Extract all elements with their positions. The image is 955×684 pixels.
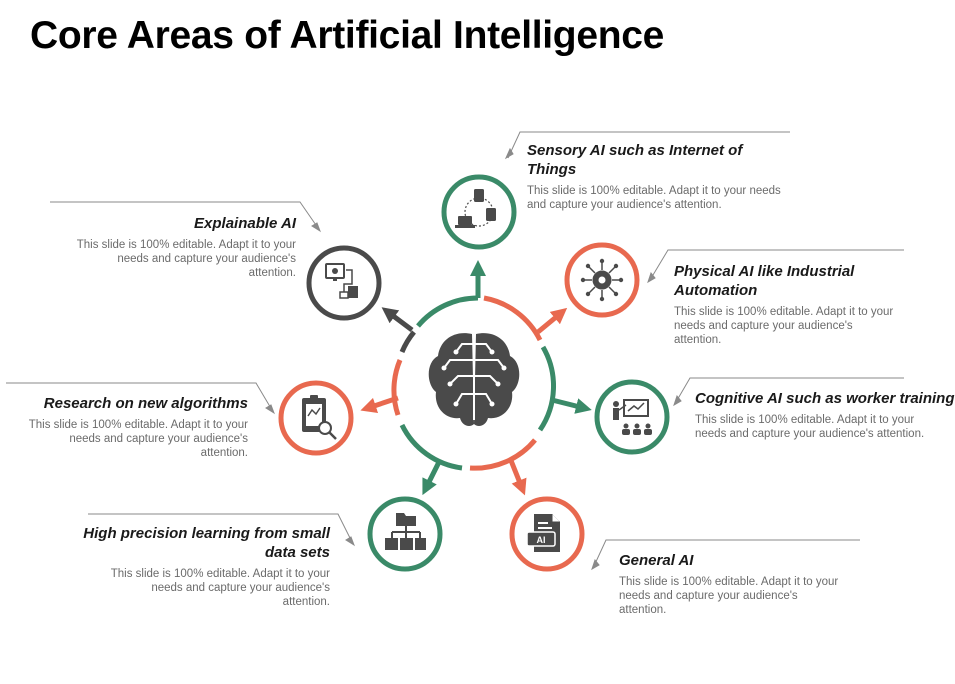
arrow-cognitive [551, 397, 592, 414]
folder-hierarchy-icon [385, 513, 426, 550]
area-heading: Research on new algorithms [43, 395, 248, 412]
connector-arrows [360, 259, 592, 496]
arrow-physical [536, 307, 568, 334]
area-cognitive: Cognitive AI such as worker training Thi… [695, 389, 955, 441]
area-high-precision: High precision learning from small data … [60, 524, 330, 609]
area-description: This slide is 100% editable. Adapt it to… [527, 185, 781, 211]
svg-text:AI: AI [537, 535, 546, 545]
area-physical: Physical AI like Industrial Automation T… [674, 262, 899, 347]
presentation-training-icon [613, 399, 652, 435]
area-description: This slide is 100% editable. Adapt it to… [674, 306, 894, 346]
area-heading: Cognitive AI such as worker training [695, 390, 955, 407]
gear-network-icon [580, 258, 624, 302]
center-ring [391, 295, 556, 471]
leader-lines [6, 131, 904, 571]
area-description: This slide is 100% editable. Adapt it to… [110, 568, 330, 608]
area-heading: High precision learning from small data … [83, 525, 330, 561]
arrow-general [507, 457, 527, 496]
node-sensory [441, 174, 517, 250]
area-heading: Physical AI like Industrial Automation [674, 263, 855, 299]
ai-document-icon: AI [526, 514, 560, 552]
monitor-flowchart-icon [325, 263, 358, 299]
area-description: This slide is 100% editable. Adapt it to… [28, 419, 248, 459]
clipboard-magnifier-icon [302, 395, 337, 440]
area-description: This slide is 100% editable. Adapt it to… [619, 576, 839, 616]
arrow-research [360, 395, 399, 414]
area-description: This slide is 100% editable. Adapt it to… [695, 414, 925, 440]
arrow-highprecision [422, 458, 443, 496]
area-sensory: Sensory AI such as Internet of Things Th… [527, 141, 782, 212]
area-research: Research on new algorithms This slide is… [20, 394, 248, 460]
iot-devices-icon [455, 189, 496, 228]
node-explainable [306, 245, 382, 321]
node-research [278, 380, 354, 456]
area-general: General AI This slide is 100% editable. … [619, 551, 844, 617]
page-title: Core Areas of Artificial Intelligence [30, 14, 665, 57]
arrow-explainable [381, 307, 414, 332]
area-heading: Explainable AI [194, 215, 296, 232]
node-physical [564, 242, 640, 318]
area-description: This slide is 100% editable. Adapt it to… [76, 239, 296, 279]
area-heading: Sensory AI such as Internet of Things [527, 142, 743, 178]
area-explainable: Explainable AI This slide is 100% editab… [70, 214, 296, 280]
area-heading: General AI [619, 552, 694, 569]
node-general: AI [509, 496, 585, 572]
node-high-precision [367, 496, 443, 572]
diagram-canvas: AI [6, 131, 904, 572]
brain-circuit-icon [428, 333, 520, 426]
node-cognitive [594, 379, 670, 455]
